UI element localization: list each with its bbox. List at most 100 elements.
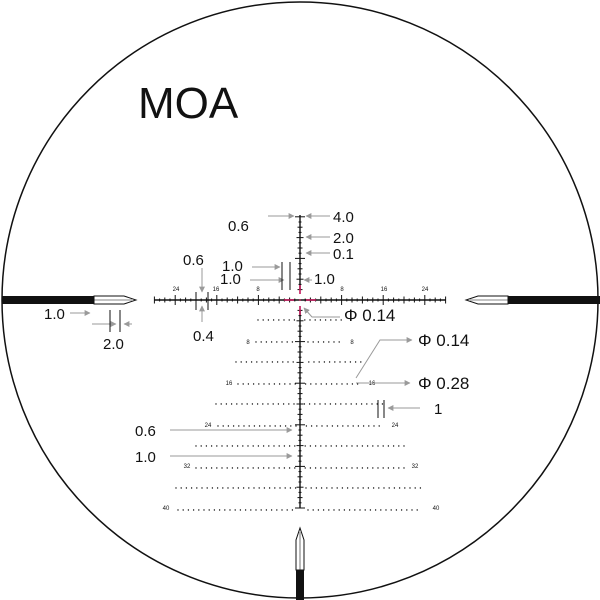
holdover-dot [340, 319, 342, 321]
title: MOA [138, 79, 239, 128]
holdover-dot [293, 319, 296, 321]
callout-1: 1 [434, 401, 442, 418]
holdover-dot [294, 467, 296, 469]
holdover-dot [218, 509, 221, 511]
holdover-dot [377, 445, 379, 447]
holdover-dot [395, 509, 398, 511]
dimension-marks [109, 262, 385, 418]
holdover-dot [278, 445, 280, 447]
callout-post-1-0: 1.0 [44, 306, 65, 323]
holdover-dot [294, 487, 297, 489]
holdover-dot [336, 425, 339, 427]
holdover-dot [319, 319, 322, 321]
tick-label-row-right: 40 [433, 506, 440, 512]
holdover-dot [350, 403, 352, 405]
holdover-dot [235, 361, 237, 363]
holdover-dot [334, 361, 336, 363]
holdover-dot [252, 383, 255, 385]
holdover-dot [226, 467, 228, 469]
tick-label-h-right-24: 24 [422, 287, 429, 293]
holdover-dot [304, 467, 306, 469]
holdover-dot [236, 445, 239, 447]
callout-phi-0-28: Φ 0.28 [418, 374, 469, 393]
holdover-dot [335, 445, 338, 447]
holdover-dot [236, 403, 238, 405]
holdover-dot [382, 467, 384, 469]
holdover-dot [264, 425, 266, 427]
holdover-dot [357, 487, 359, 489]
holdover-dot [292, 361, 294, 363]
holdover-dot [221, 467, 223, 469]
holdover-dot [237, 383, 239, 385]
holdover-dot [313, 361, 315, 363]
holdover-dot [196, 487, 198, 489]
holdover-dot [322, 509, 325, 511]
tick-label-h-right-16: 16 [381, 287, 388, 293]
holdover-dot [242, 487, 245, 489]
holdover-dot [274, 425, 276, 427]
holdover-dot [372, 445, 374, 447]
holdover-dot [281, 509, 283, 511]
holdover-dot [368, 425, 370, 427]
holdover-dot [217, 425, 219, 427]
holdover-dot [231, 467, 234, 469]
holdover-dot [210, 467, 213, 469]
holdover-dot [253, 487, 255, 489]
holdover-dot [383, 487, 385, 489]
holdover-dot [361, 445, 364, 447]
holdover-dot [346, 445, 348, 447]
holdover-dot [272, 403, 274, 405]
holdover-dot [387, 467, 390, 469]
holdover-dot [325, 467, 327, 469]
holdover-dot [317, 341, 320, 343]
holdover-dot [304, 445, 306, 447]
holdover-dot [367, 487, 370, 489]
holdover-dot [354, 361, 357, 363]
holdover-dot [328, 341, 330, 343]
holdover-dot [262, 319, 264, 321]
holdover-dot [273, 467, 275, 469]
holdover-dot [314, 467, 317, 469]
holdover-dot [406, 509, 408, 511]
tick-label-h-left-16: 16 [213, 287, 220, 293]
holdover-dot [237, 487, 240, 489]
holdover-dot [325, 445, 327, 447]
holdover-dot [246, 403, 248, 405]
holdover-dot [381, 403, 384, 405]
holdover-dot [356, 445, 358, 447]
holdover-dot [346, 467, 348, 469]
holdover-dot [331, 487, 333, 489]
holdover-dot [393, 487, 396, 489]
holdover-dot [308, 403, 311, 405]
holdover-dot [377, 467, 379, 469]
holdover-dot [274, 487, 276, 489]
holdover-dot [294, 445, 296, 447]
holdover-dot [242, 467, 244, 469]
holdover-dot [221, 445, 223, 447]
holdover-dot [262, 403, 264, 405]
holdover-dot [362, 425, 365, 427]
holdover-dot [222, 425, 224, 427]
vertical-tick-marks [295, 216, 305, 509]
holdover-dot [352, 487, 354, 489]
holdover-dot [388, 487, 390, 489]
holdover-dot [213, 509, 216, 511]
holdover-dot [359, 509, 361, 511]
holdover-dot [257, 319, 259, 321]
holdover-dot [392, 467, 395, 469]
holdover-dot [284, 425, 287, 427]
holdover-dot [198, 509, 200, 511]
callout-0-4: 0.4 [193, 328, 214, 345]
callout-4-0: 4.0 [333, 209, 354, 226]
holdover-dot [279, 487, 281, 489]
holdover-dot [348, 509, 351, 511]
callout-0-6-top: 0.6 [228, 218, 249, 235]
holdover-dot [351, 467, 353, 469]
holdover-dot [382, 445, 384, 447]
holdover-dot [291, 341, 294, 343]
holdover-dot [336, 487, 338, 489]
holdover-dot [309, 445, 312, 447]
holdover-dot [256, 361, 258, 363]
holdover-dot [330, 319, 332, 321]
tick-label-row-right: 32 [412, 464, 419, 470]
